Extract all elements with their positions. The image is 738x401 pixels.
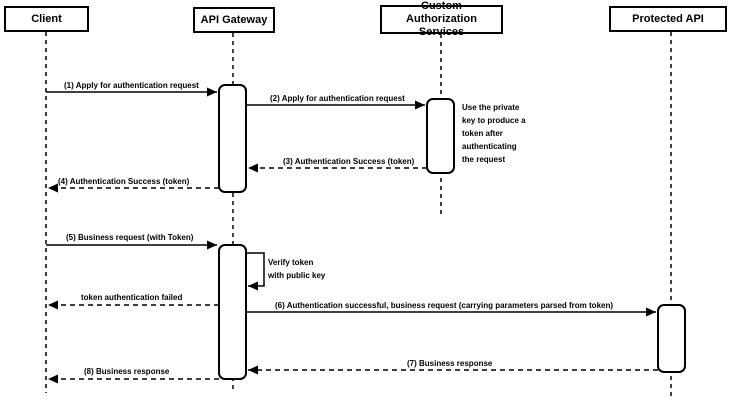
message-label-6: (6) Authentication successful, business … xyxy=(275,301,614,310)
actor-client: Client xyxy=(4,6,89,32)
arrow-self-message-verify-token xyxy=(246,252,265,291)
note-private-key: Use the private key to produce a token a… xyxy=(462,103,526,164)
message-label-token-failed: token authentication failed xyxy=(81,293,183,302)
message-label-verify-token: Verify token with public key xyxy=(268,258,326,280)
message-label-1: (1) Apply for authentication request xyxy=(64,81,199,90)
message-label-5: (5) Business request (with Token) xyxy=(66,233,194,242)
activation-protected-api xyxy=(657,304,686,373)
actor-protected-api: Protected API xyxy=(609,6,727,32)
message-label-4: (4) Authentication Success (token) xyxy=(58,177,190,186)
actor-custom-authorization-services: Custom Authorization Services xyxy=(380,0,503,38)
message-label-7: (7) Business response xyxy=(407,359,493,368)
activation-api-gateway-2 xyxy=(218,244,247,380)
message-label-8: (8) Business response xyxy=(84,367,170,376)
activation-api-gateway-1 xyxy=(218,84,247,193)
activation-custom-auth xyxy=(426,98,455,174)
actor-api-gateway: API Gateway xyxy=(193,7,275,33)
message-label-2: (2) Apply for authentication request xyxy=(270,94,405,103)
message-label-3: (3) Authentication Success (token) xyxy=(283,157,415,166)
